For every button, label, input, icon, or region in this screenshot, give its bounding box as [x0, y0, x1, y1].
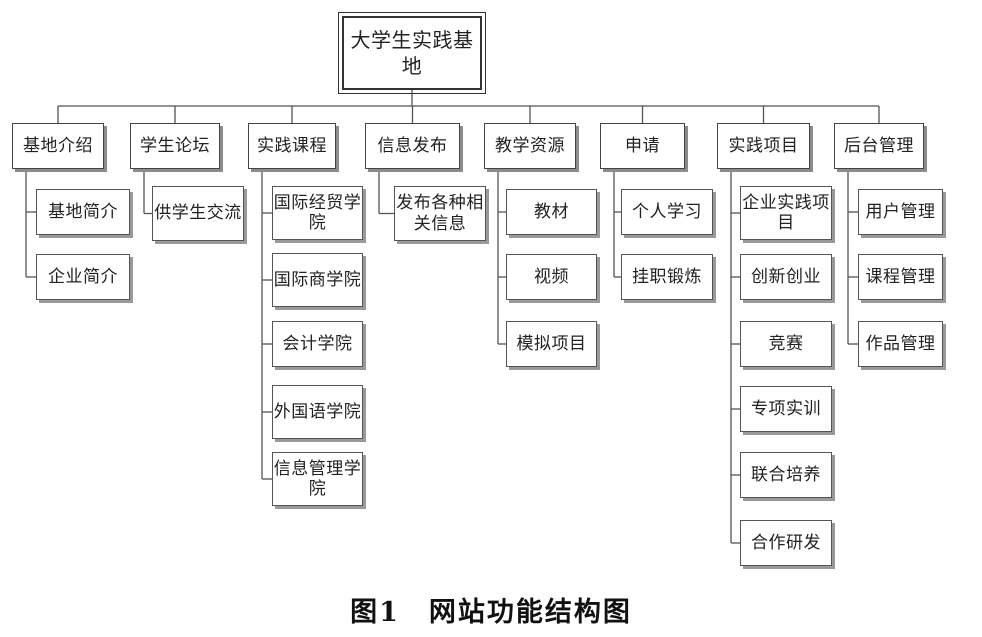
subitem-node-label: 国际经贸学院 — [273, 192, 362, 233]
subitem-node: 联合培养 — [740, 452, 832, 498]
category-node-label: 信息发布 — [377, 135, 448, 156]
subitem-node: 会计学院 — [272, 321, 363, 367]
subitem-node: 发布各种相关信息 — [394, 186, 486, 241]
subitem-node-label: 基地简介 — [48, 201, 118, 222]
subitem-node-label: 国际商学院 — [273, 269, 362, 290]
subitem-node: 创新创业 — [740, 254, 832, 300]
subitem-node-label: 企业简介 — [48, 266, 118, 287]
subitem-node: 国际商学院 — [272, 253, 363, 307]
subitem-node-label: 专项实训 — [751, 398, 821, 419]
category-node: 学生论坛 — [130, 123, 220, 169]
subitem-node: 信息管理学院 — [272, 452, 363, 506]
subitem-node: 挂职锻炼 — [621, 254, 713, 300]
subitem-node-label: 用户管理 — [865, 201, 936, 222]
subitem-node-label: 供学生交流 — [154, 203, 242, 224]
subitem-node-label: 合作研发 — [751, 532, 821, 553]
subitem-node: 用户管理 — [858, 189, 943, 235]
subitem-node: 国际经贸学院 — [272, 186, 363, 240]
category-node: 教学资源 — [484, 123, 576, 169]
subitem-node-label: 发布各种相关信息 — [396, 193, 484, 234]
subitem-node: 专项实训 — [740, 386, 832, 432]
subitem-node: 企业简介 — [36, 254, 130, 300]
subitem-node-label: 企业实践项目 — [742, 192, 830, 233]
subitem-node-label: 个人学习 — [632, 201, 702, 222]
category-node: 后台管理 — [834, 123, 924, 169]
category-node-label: 申请 — [625, 135, 660, 156]
figure-caption: 图1 网站功能结构图 — [350, 597, 632, 628]
category-node: 实践项目 — [717, 123, 810, 169]
subitem-node-label: 信息管理学院 — [273, 458, 362, 499]
subitem-node-label: 创新创业 — [751, 266, 821, 287]
category-node-label: 后台管理 — [844, 135, 914, 156]
category-node-label: 学生论坛 — [140, 135, 210, 156]
subitem-node: 基地简介 — [36, 189, 130, 235]
subitem-node-label: 课程管理 — [865, 266, 936, 287]
subitem-node-label: 外国语学院 — [273, 401, 362, 422]
subitem-node-label: 会计学院 — [282, 333, 353, 354]
category-node-label: 实践项目 — [728, 135, 799, 156]
category-node-label: 实践课程 — [257, 135, 327, 156]
category-node-label: 教学资源 — [495, 135, 565, 156]
subitem-node: 作品管理 — [858, 321, 943, 367]
subitem-node: 模拟项目 — [506, 321, 597, 367]
root-node: 大学生实践基地 — [338, 12, 486, 94]
subitem-node: 供学生交流 — [152, 186, 244, 241]
subitem-node: 竞赛 — [740, 321, 832, 367]
subitem-node-label: 竞赛 — [768, 333, 804, 354]
category-node: 基地介绍 — [12, 123, 104, 169]
subitem-node-label: 挂职锻炼 — [632, 266, 702, 287]
subitem-node: 个人学习 — [621, 189, 713, 235]
subitem-node-label: 模拟项目 — [516, 333, 587, 354]
subitem-node: 合作研发 — [740, 520, 832, 566]
root-node-label: 大学生实践基地 — [350, 28, 474, 78]
category-node: 实践课程 — [248, 123, 336, 169]
subitem-node: 企业实践项目 — [740, 186, 832, 240]
subitem-node-label: 教材 — [534, 201, 569, 222]
subitem-node: 视频 — [506, 254, 597, 300]
subitem-node-label: 视频 — [534, 266, 569, 287]
category-node: 信息发布 — [365, 123, 460, 169]
subitem-node: 课程管理 — [858, 254, 943, 300]
subitem-node: 教材 — [506, 189, 597, 235]
subitem-node-label: 作品管理 — [865, 333, 936, 354]
category-node: 申请 — [600, 123, 685, 169]
category-node-label: 基地介绍 — [23, 135, 93, 156]
subitem-node-label: 联合培养 — [751, 464, 821, 485]
subitem-node: 外国语学院 — [272, 385, 363, 439]
